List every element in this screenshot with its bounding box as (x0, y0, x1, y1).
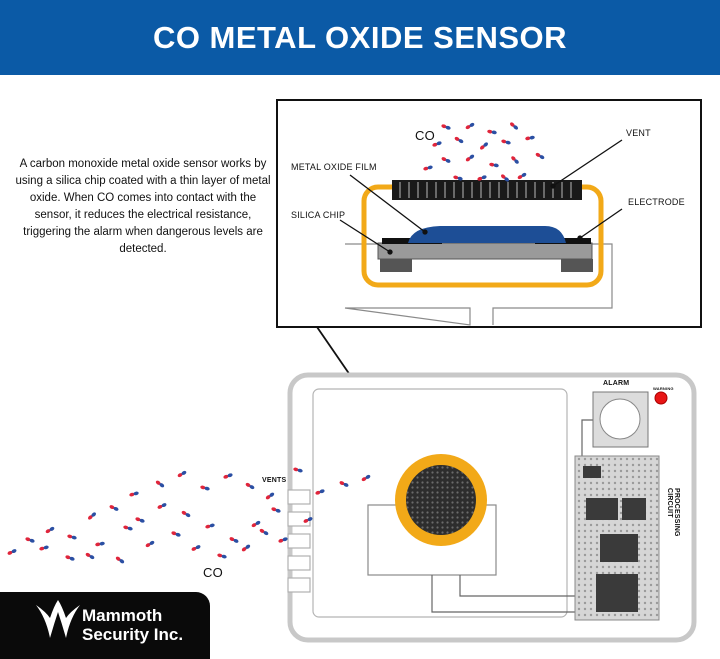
co-molecule (223, 473, 233, 479)
co-molecules-detail (423, 122, 545, 182)
co-molecule (45, 526, 55, 534)
warning-led-label: WARNING (653, 386, 674, 391)
mammoth-logo-icon (36, 600, 80, 638)
co-molecule (511, 156, 519, 164)
co-molecule (465, 154, 475, 162)
vents-label: VENTS (262, 477, 287, 484)
co-molecule (85, 552, 95, 560)
co-molecules-device (7, 467, 371, 564)
co-molecule (129, 491, 139, 497)
electrode-label: ELECTRODE (628, 197, 685, 207)
co-molecule (487, 129, 497, 135)
co-molecule (171, 531, 181, 537)
co-molecule (480, 142, 488, 150)
co-molecule (259, 528, 269, 536)
co-molecule (535, 152, 545, 160)
co-molecule (25, 537, 35, 543)
co-molecule (39, 545, 49, 551)
co-molecule (155, 480, 165, 488)
co-molecule (432, 141, 442, 147)
sensor-description: A carbon monoxide metal oxide sensor wor… (15, 158, 271, 255)
co-molecule (229, 537, 239, 543)
co-molecule (200, 485, 210, 491)
co-molecule (65, 555, 75, 561)
co-molecule (157, 503, 167, 509)
warning-led (654, 391, 668, 405)
co-molecule (241, 544, 251, 552)
detail-panel (276, 99, 702, 328)
vent-label: VENT (626, 128, 651, 138)
device-inner-panel (312, 388, 568, 618)
co-molecule (123, 525, 133, 531)
alarm-label: ALARM (603, 380, 630, 387)
device-wiring (431, 419, 597, 613)
co-molecule (339, 481, 349, 487)
logo-text: Mammoth Security Inc. (82, 606, 183, 644)
co-molecule (88, 512, 96, 520)
co-molecule (441, 124, 451, 130)
co-molecule (265, 492, 275, 500)
co-molecule (453, 175, 463, 181)
co-molecule (181, 510, 191, 518)
page-title: CO METAL OXIDE SENSOR (152, 20, 568, 55)
co-molecule (293, 467, 303, 473)
co-molecule (115, 556, 125, 564)
circuit-chips (583, 466, 646, 612)
co-molecule (315, 489, 325, 495)
co-molecule (177, 470, 187, 478)
co-molecule (517, 172, 527, 180)
co-molecule (278, 537, 288, 543)
logo-line-1: Mammoth (82, 606, 163, 625)
silica-chip-label: SILICA CHIP (291, 210, 346, 220)
metal-oxide-film-label: METAL OXIDE FILM (291, 162, 377, 172)
co-molecule (477, 175, 487, 181)
co-molecule (465, 122, 475, 130)
header-banner: CO METAL OXIDE SENSOR (0, 0, 720, 75)
chip-leg-right (561, 259, 593, 272)
co-molecule (361, 474, 371, 482)
co-molecule (135, 517, 145, 523)
co-molecule (454, 136, 464, 144)
alarm-speaker-cone (599, 398, 641, 440)
detail-pointers (339, 139, 623, 255)
co-molecule (7, 549, 17, 555)
co-molecule (109, 505, 119, 511)
co-molecule (423, 165, 433, 171)
co-molecule (501, 174, 509, 182)
co-molecule (95, 541, 105, 547)
co-molecule (501, 139, 511, 145)
vent-slats (399, 182, 572, 198)
co-molecule (205, 523, 215, 529)
co-molecule (510, 122, 518, 130)
co-molecule (217, 553, 227, 559)
sensor-mesh (406, 465, 476, 535)
co-molecule (67, 534, 77, 540)
co-molecule (303, 517, 313, 523)
metal-oxide-film (408, 226, 566, 243)
device-co-label: CO (203, 565, 223, 580)
co-molecule (489, 162, 499, 168)
co-molecule (525, 135, 535, 141)
chip-leg-left (380, 259, 412, 272)
co-molecule (271, 507, 281, 513)
co-molecule (145, 540, 155, 548)
logo-panel (0, 592, 210, 659)
co-molecule (441, 157, 451, 163)
co-molecule (251, 520, 261, 528)
co-molecule (245, 482, 255, 490)
detail-co-label: CO (415, 128, 435, 143)
logo-line-2: Security Inc. (82, 625, 184, 644)
co-molecule (191, 545, 201, 551)
